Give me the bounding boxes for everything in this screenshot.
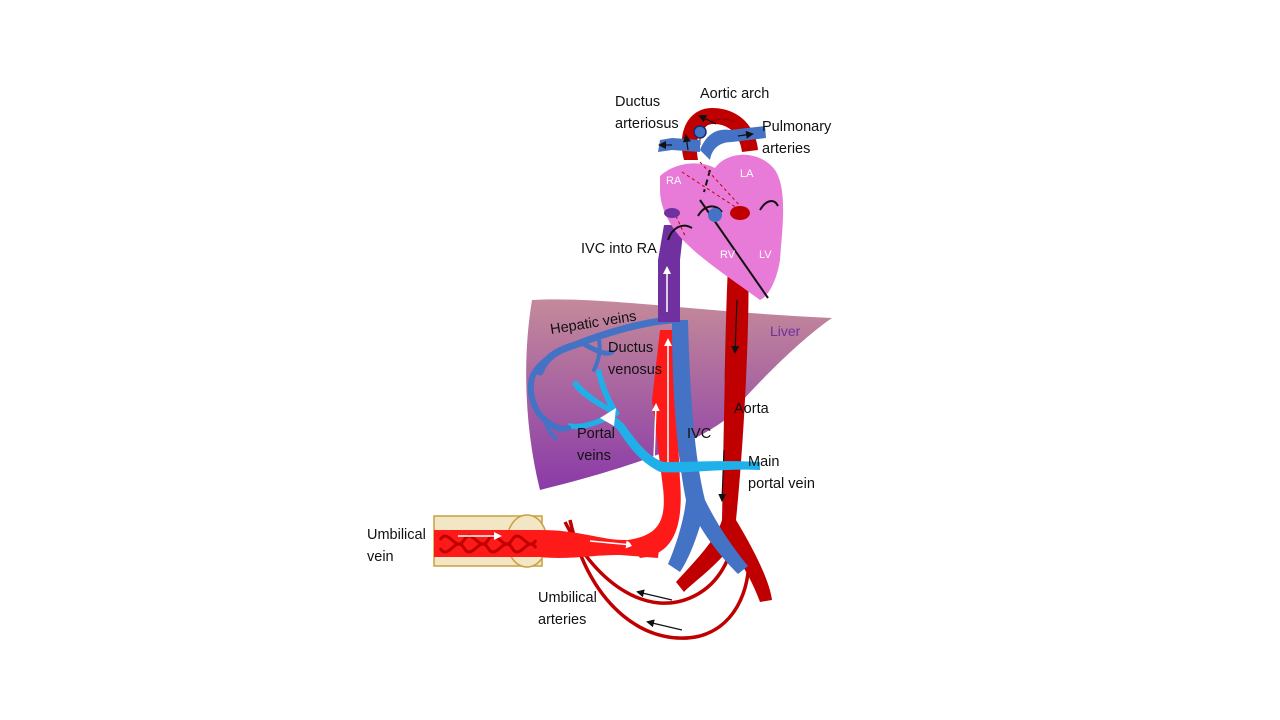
heart-dashed-paths: [675, 161, 743, 239]
label-umbilical-vein-2: vein: [367, 549, 394, 565]
pulmonary-valve: [708, 208, 722, 222]
aorta-flow-arrow-1: [731, 299, 740, 354]
label-lv: LV: [759, 249, 772, 261]
label-main-portal-vein-2: portal vein: [748, 476, 815, 492]
label-main-portal-vein-1: Main: [748, 454, 779, 470]
label-pulmonary-arteries-1: Pulmonary: [762, 119, 832, 135]
aorta-flow-arrow-2: [718, 449, 727, 502]
label-portal-veins-1: Portal: [577, 426, 615, 442]
label-ductus-venosus-2: venosus: [608, 362, 662, 378]
ivc-into-ra: [658, 225, 684, 322]
umbilical-artery-flow-arrow-2: [646, 619, 683, 631]
label-aorta: Aorta: [734, 401, 770, 417]
label-la: LA: [740, 168, 754, 180]
aortic-arch-arrows: [658, 115, 754, 151]
label-aortic-arch: Aortic arch: [700, 86, 769, 102]
label-rv: RV: [720, 249, 736, 261]
umbilical-artery-coils: [438, 534, 538, 554]
label-ivc-into-ra: IVC into RA: [581, 241, 657, 257]
aorta: [676, 268, 772, 602]
label-umbilical-arteries-2: arteries: [538, 612, 586, 628]
umbilical-artery-flow-arrow-1: [636, 589, 673, 601]
ivc: [668, 320, 748, 574]
label-umbilical-arteries-1: Umbilical: [538, 590, 597, 606]
label-ra: RA: [666, 175, 682, 187]
label-ivc: IVC: [687, 426, 711, 442]
aortic-valve: [730, 206, 750, 220]
umbilical-vein-flow-arrow-2: [589, 540, 634, 549]
label-pulmonary-arteries-2: arteries: [762, 141, 810, 157]
label-ductus-arteriosus-1: Ductus: [615, 94, 660, 110]
label-portal-veins-2: veins: [577, 448, 611, 464]
label-umbilical-vein-1: Umbilical: [367, 527, 426, 543]
ivc-opening: [664, 208, 680, 218]
hepatic-veins: [527, 316, 676, 440]
label-ductus-venosus-1: Ductus: [608, 340, 653, 356]
label-ductus-arteriosus-2: arteriosus: [615, 116, 679, 132]
portal-veins: [568, 369, 760, 473]
heart: [660, 154, 784, 300]
label-liver: Liver: [770, 323, 801, 339]
ductus-venosus-flow-arrow-2: [651, 403, 660, 461]
